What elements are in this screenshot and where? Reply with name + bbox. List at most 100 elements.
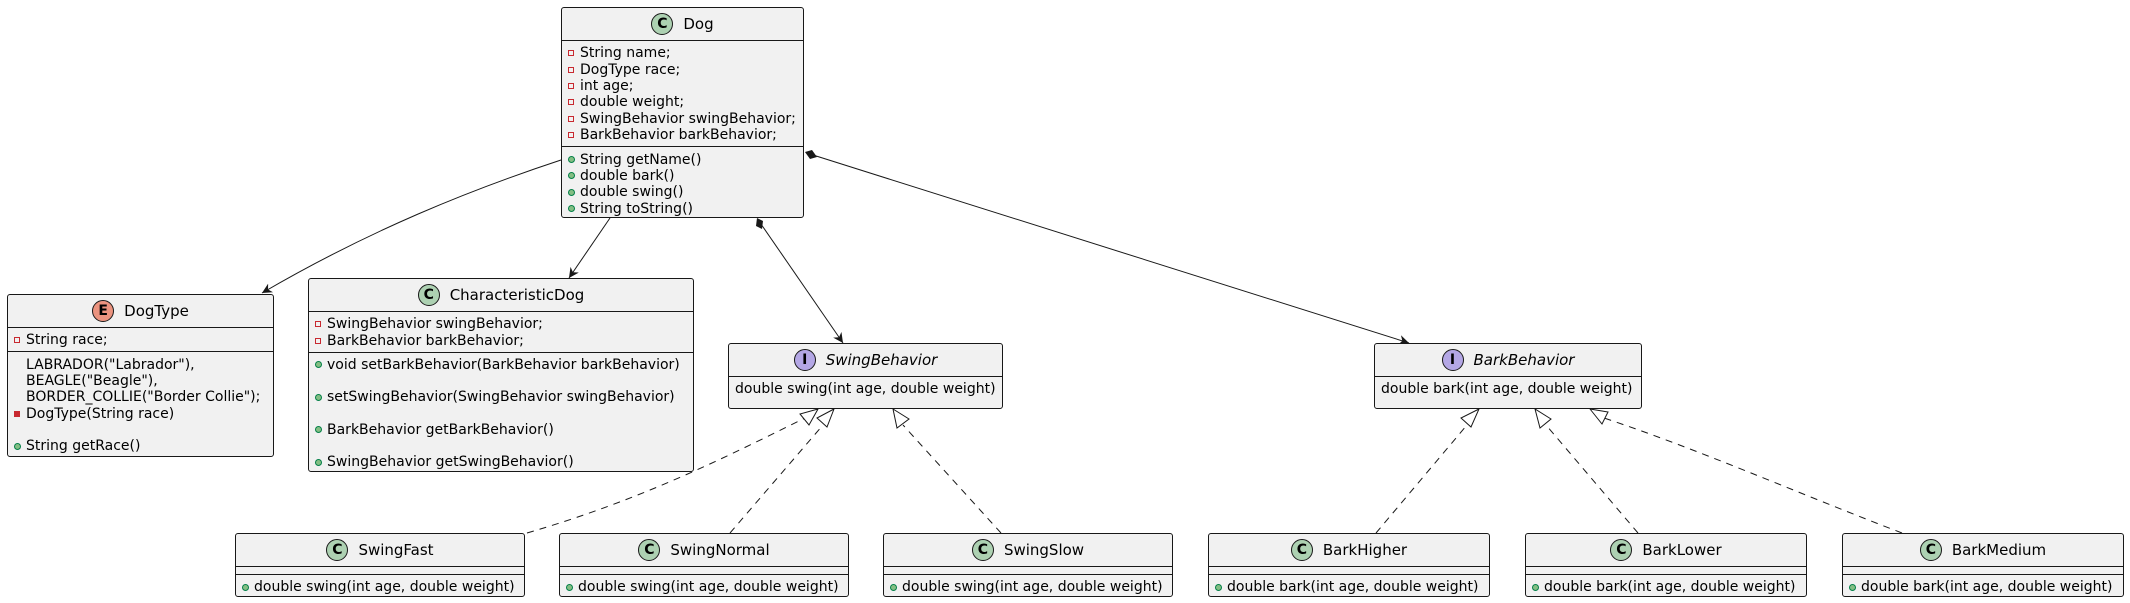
members-section: LABRADOR("Labrador"), BEAGLE("Beagle"), … [8, 352, 273, 457]
private-icon [568, 99, 574, 106]
public-icon [568, 205, 575, 213]
public-icon [315, 361, 322, 369]
interface-bark-behavior[interactable]: I BarkBehavior double bark(int age, doub… [1374, 343, 1642, 409]
method-row: BarkBehavior getBarkBehavior() [309, 422, 693, 438]
public-icon [1215, 583, 1222, 591]
realize-triangle-6 [1588, 408, 1609, 425]
private-icon [568, 50, 574, 57]
method-row: String toString() [562, 201, 803, 217]
private-icon [315, 337, 321, 344]
method-text: double swing(int age, double weight) [902, 579, 1163, 596]
edge-swingslow-realizes [902, 424, 1002, 534]
class-name: SwingFast [358, 541, 434, 559]
private-icon [568, 115, 574, 122]
method-row: String getName() [562, 151, 803, 168]
class-name: CharacteristicDog [449, 286, 585, 304]
class-dog[interactable]: C Dog String name; DogType race; int age… [561, 7, 804, 218]
public-icon [1849, 583, 1856, 591]
method-text: double bark() [580, 167, 675, 184]
public-icon [568, 188, 575, 196]
fields-section [1526, 567, 1806, 575]
method-row: String getRace() [8, 438, 273, 454]
class-name: Dog [683, 15, 714, 33]
fields-section [560, 567, 848, 575]
method-row: double bark(int age, double weight) [1381, 381, 1633, 398]
class-bark-higher[interactable]: C BarkHigher double bark(int age, double… [1208, 533, 1490, 597]
method-row: double swing(int age, double weight) [735, 381, 996, 398]
method-row: double bark(int age, double weight) [1209, 579, 1489, 595]
method-row: double swing() [562, 184, 803, 200]
private-icon [315, 321, 321, 328]
method-text: setSwingBehavior(SwingBehavior swingBeha… [327, 389, 675, 406]
methods-section: double swing(int age, double weight) [560, 575, 848, 598]
interface-swing-behavior[interactable]: I SwingBehavior double swing(int age, do… [728, 343, 1003, 409]
enum-constant: BEAGLE("Beagle"), [26, 372, 158, 389]
edge-barkmedium-realizes [1603, 417, 1903, 534]
class-bark-medium[interactable]: C BarkMedium double bark(int age, double… [1842, 533, 2124, 597]
realize-triangle-3 [892, 407, 910, 429]
public-icon [315, 426, 322, 434]
class-header: C CharacteristicDog [309, 279, 693, 312]
edge-swingnormal-realizes [729, 424, 824, 534]
method-text: String getName() [580, 151, 702, 168]
methods-section: double bark(int age, double weight) [1375, 377, 1641, 400]
class-name: SwingNormal [670, 541, 770, 559]
field-text: String name; [580, 45, 671, 62]
public-icon [1532, 583, 1539, 591]
class-badge-icon: C [326, 539, 349, 561]
method-text: double bark(int age, double weight) [1227, 579, 1479, 596]
edge-swingfast-realizes [526, 417, 806, 534]
method-row: double bark() [562, 168, 803, 184]
edge-barklower-realizes [1545, 424, 1639, 534]
enum-badge-icon: E [92, 300, 115, 322]
enum-constant: BORDER_COLLIE("Border Collie"); [26, 389, 261, 406]
method-text: void setBarkBehavior(BarkBehavior barkBe… [327, 356, 680, 373]
edge-dog-characteristic [568, 217, 611, 279]
public-icon [568, 156, 575, 164]
class-header: C BarkLower [1526, 534, 1806, 567]
class-name: BarkBehavior [1473, 351, 1575, 369]
class-badge-icon: C [638, 539, 661, 561]
realize-triangle-4 [1460, 407, 1481, 428]
fields-section: String name; DogType race; int age; doub… [562, 41, 803, 148]
class-bark-lower[interactable]: C BarkLower double bark(int age, double … [1525, 533, 1807, 597]
class-header: E DogType [8, 295, 273, 328]
constructor-text: DogType(String race) [26, 405, 175, 422]
method-row: double swing(int age, double weight) [884, 579, 1172, 595]
class-swing-slow[interactable]: C SwingSlow double swing(int age, double… [883, 533, 1173, 597]
private-icon [568, 132, 574, 139]
method-text: BarkBehavior getBarkBehavior() [327, 421, 554, 438]
field-text: DogType race; [580, 61, 681, 78]
method-row: double bark(int age, double weight) [1526, 579, 1806, 595]
composition-diamond-swing [756, 218, 763, 229]
field-row: BarkBehavior barkBehavior; [562, 127, 803, 143]
method-row: setSwingBehavior(SwingBehavior swingBeha… [309, 389, 693, 405]
method-text: String getRace() [26, 438, 141, 455]
field-text: String race; [26, 332, 108, 349]
field-text: double weight; [580, 94, 685, 111]
enum-dogtype[interactable]: E DogType String race; LABRADOR("Labrado… [7, 294, 274, 457]
field-row: SwingBehavior swingBehavior; [309, 316, 693, 332]
private-icon [568, 66, 574, 73]
fields-section [1209, 567, 1489, 575]
class-name: DogType [124, 302, 189, 320]
method-text: SwingBehavior getSwingBehavior() [327, 454, 574, 471]
class-characteristic-dog[interactable]: C CharacteristicDog SwingBehavior swingB… [308, 278, 694, 472]
edge-dog-swing [760, 223, 844, 344]
edge-dog-bark [812, 154, 1410, 345]
class-header: C BarkMedium [1843, 534, 2123, 567]
field-row: BarkBehavior barkBehavior; [309, 332, 693, 349]
public-icon [315, 393, 322, 401]
fields-section [236, 567, 524, 575]
methods-section: double swing(int age, double weight) [729, 377, 1002, 400]
methods-section: String getName() double bark() double sw… [562, 147, 803, 220]
method-row: double swing(int age, double weight) [236, 579, 524, 595]
method-row: void setBarkBehavior(BarkBehavior barkBe… [309, 357, 693, 373]
field-text: BarkBehavior barkBehavior; [580, 127, 777, 144]
class-swing-normal[interactable]: C SwingNormal double swing(int age, doub… [559, 533, 849, 597]
fields-section [884, 567, 1172, 575]
class-header: I SwingBehavior [729, 344, 1002, 377]
class-swing-fast[interactable]: C SwingFast double swing(int age, double… [235, 533, 525, 597]
class-badge-icon: C [971, 539, 994, 561]
field-text: BarkBehavior barkBehavior; [327, 332, 524, 349]
